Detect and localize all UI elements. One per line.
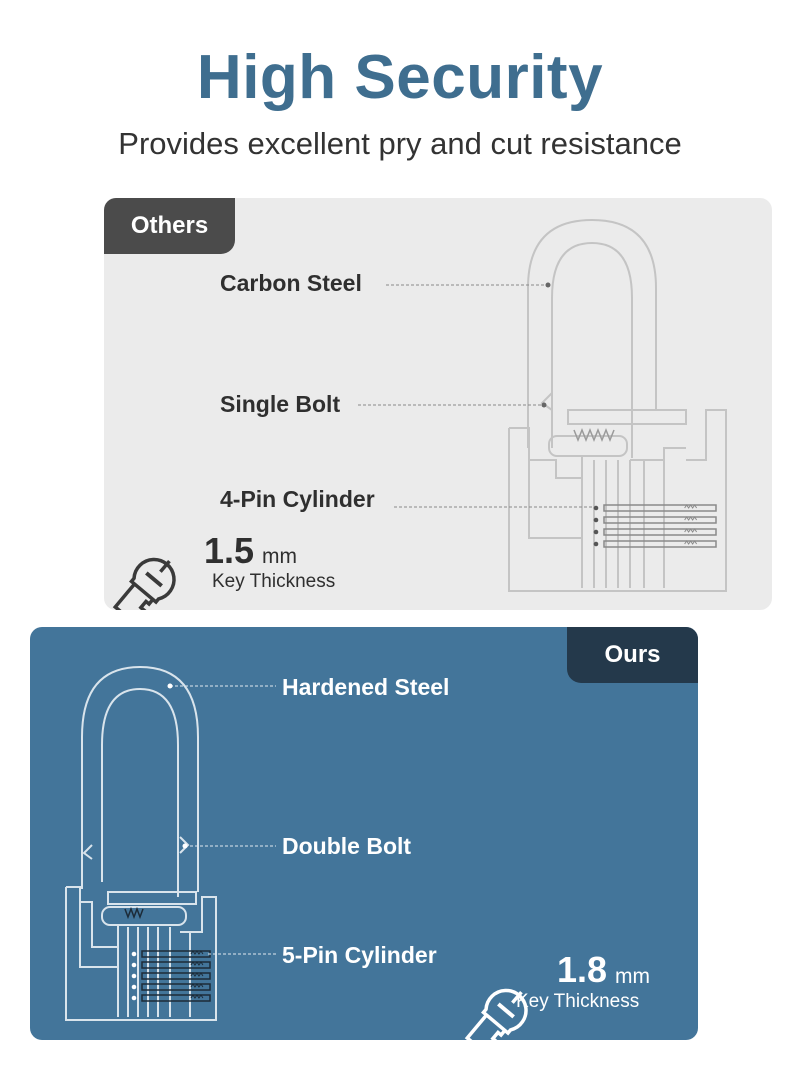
ours-pin-dot [131,995,137,1001]
ours-pin-dot [131,962,137,968]
others-shackle [527,218,657,448]
ours-pin-spring [190,950,204,955]
ours-bolt-left [82,844,93,860]
others-pin [603,516,717,524]
others-lock-body [508,409,727,592]
others-pin-dot [593,505,599,511]
ours-pin-spring [190,983,204,988]
ours-shackle [81,665,199,892]
key-icon [112,557,176,610]
others-bolt [540,392,553,411]
key-icon [464,988,528,1040]
others-pin-spring [684,528,698,533]
ours-pin-dot [131,984,137,990]
ours-cylinder-label: 5-Pin Cylinder [282,942,437,968]
ours-padlock-diagram [65,665,528,1040]
ours-lock-body [65,887,217,1021]
ours-pin [141,961,211,969]
others-pin-dot [593,517,599,523]
others-thickness-caption: Key Thickness [212,571,336,592]
others-pin-spring [684,504,698,509]
others-cylinder-label: 4-Pin Cylinder [220,486,375,512]
others-pin [603,504,717,512]
others-thickness-value: 1.5 [204,530,255,571]
ours-pin-stack [131,950,211,1002]
others-shackle-label: Carbon Steel [220,270,362,296]
ours-bolt-right [179,836,190,854]
others-panel: Others [104,198,772,610]
others-bolt-label: Single Bolt [220,391,341,417]
others-tab: Others [104,198,235,254]
others-thickness-unit: mm [262,545,297,568]
ours-bolt-label: Double Bolt [282,833,412,859]
others-pin-spring [684,516,698,521]
ours-pin-dot [131,951,137,957]
ours-pin [141,983,211,991]
others-pin-stack [593,504,717,548]
others-pin-spring [684,540,698,545]
ours-thickness-value: 1.8 [557,949,608,990]
ours-spring [124,906,144,920]
ours-pin-spring [190,961,204,966]
ours-panel: Ours [30,627,698,1040]
others-pin-dot [593,541,599,547]
ours-pin-spring [190,972,204,977]
others-pin-dot [593,529,599,535]
others-pin [603,528,717,536]
ours-thickness-unit: mm [615,965,650,988]
others-spring [573,427,615,443]
others-padlock-diagram [112,218,727,610]
ours-pin-spring [190,994,204,999]
ours-tab: Ours [567,627,698,683]
ours-pin [141,994,211,1002]
page-subtitle: Provides excellent pry and cut resistanc… [118,126,682,161]
ours-pin-dot [131,973,137,979]
ours-pin [141,972,211,980]
others-pin [603,540,717,548]
page-title: High Security [196,43,604,112]
ours-shackle-label: Hardened Steel [282,674,450,700]
ours-thickness-caption: Key Thickness [516,991,640,1012]
